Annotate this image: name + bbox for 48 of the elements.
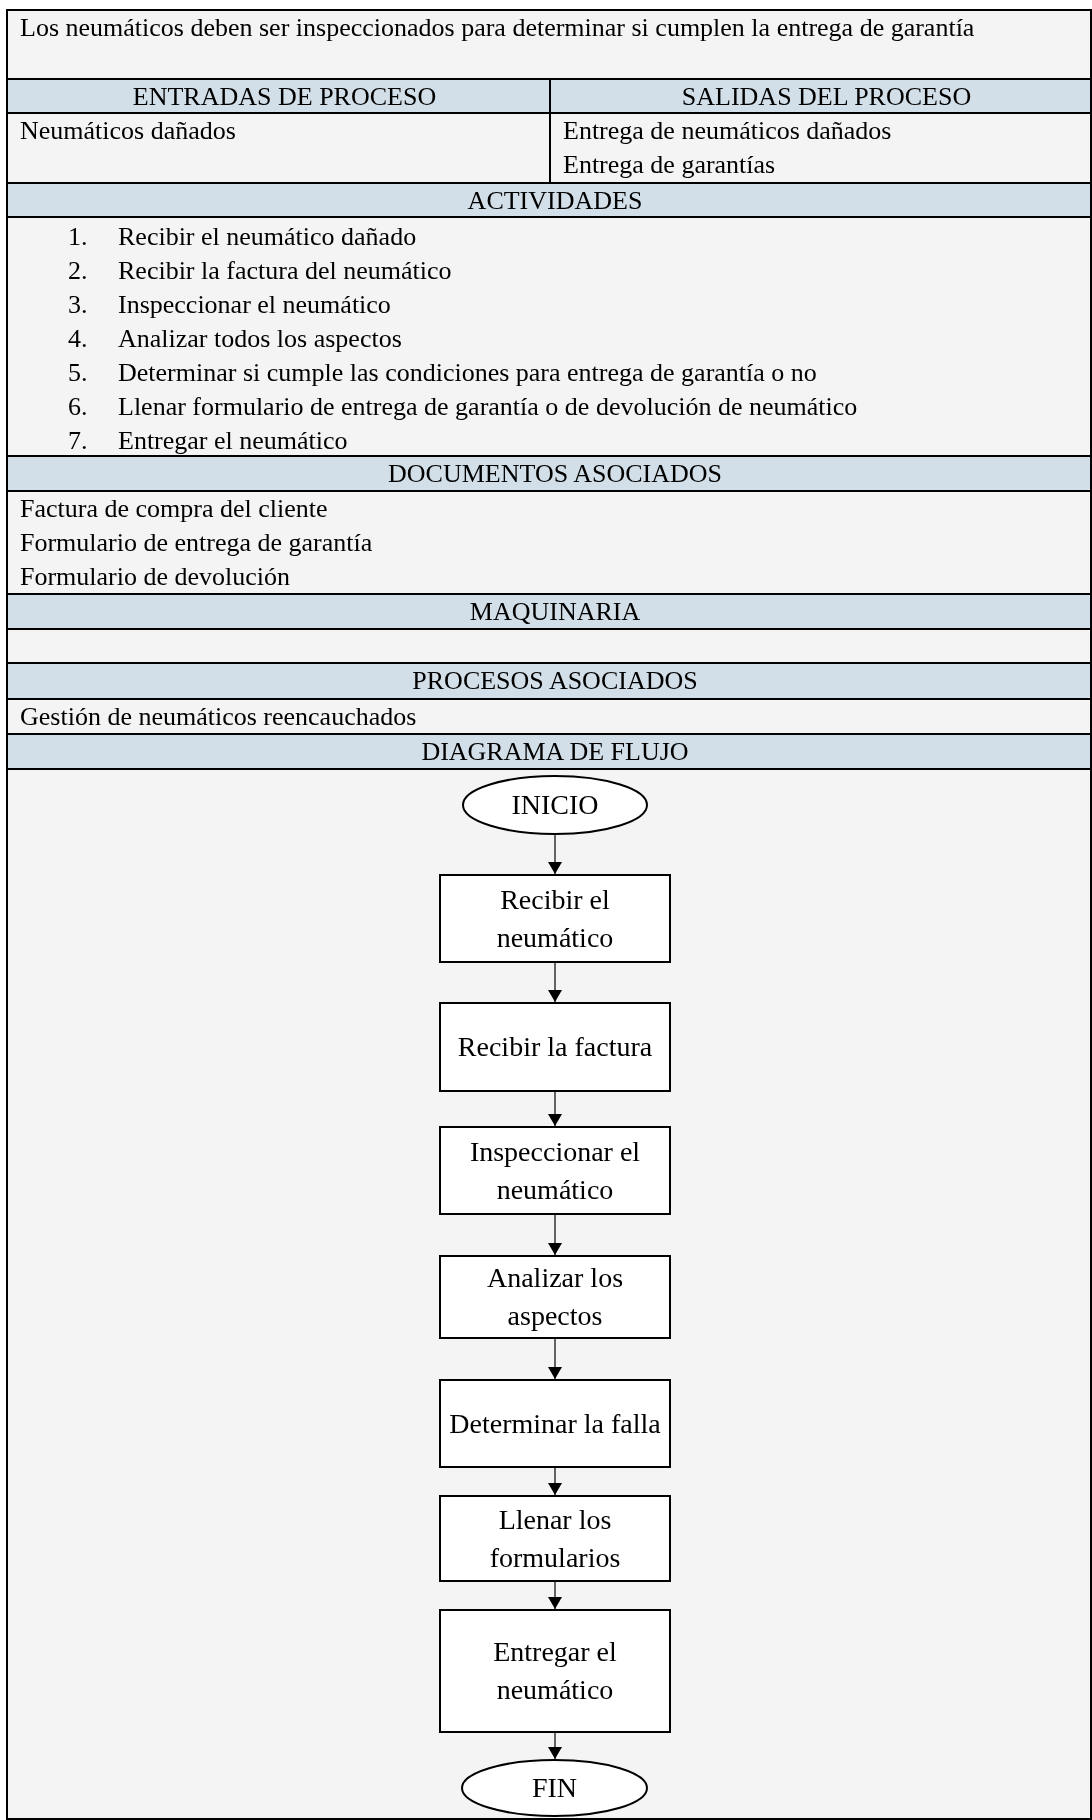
process-box [439,874,671,963]
arrow [548,1732,562,1760]
node-label: INICIO [510,788,600,822]
section-heading: ACTIVIDADES [466,185,644,217]
node-label: Analizar los aspectos [485,1261,625,1333]
terminal-ellipse [461,1759,648,1817]
process-box [439,1495,671,1582]
section-heading: PROCESOS ASOCIADOS [411,665,699,697]
cell-text: Formulario de entrega de garantía [20,527,374,559]
activity-item: 1. Recibir el neumático dañado [67,221,418,253]
activity-item: 7. Entregar el neumático [67,425,349,457]
activity-item: 5. Determinar si cumple las condiciones para entrega de garantía o no [67,357,818,389]
cell-text: Gestión de neumáticos reencauchados [20,701,418,733]
arrow [548,1091,562,1127]
arrow [548,1581,562,1610]
node-label: Llenar los formularios [488,1502,622,1575]
node-label: Recibir la factura [456,1030,654,1064]
node-label: Determinar la falla [448,1406,662,1441]
process-box [439,1002,671,1092]
node-label: Inspeccionar el neumático [468,1134,642,1207]
arrow [548,1214,562,1256]
cell-text: Formulario de devolución [20,561,292,593]
process-box [439,1126,671,1215]
section-heading: ENTRADAS DE PROCESO [131,81,438,113]
cell-text: Neumáticos dañados [20,115,237,147]
activity-item: 2. Recibir la factura del neumático [67,255,453,287]
process-box [439,1609,671,1733]
activity-item: 4. Analizar todos los aspectos [67,323,403,355]
activity-item: 3. Inspeccionar el neumático [67,289,392,321]
process-box [439,1379,671,1468]
cell-text: Entrega de neumáticos dañados [563,115,893,147]
section-heading: DOCUMENTOS ASOCIADOS [387,458,723,490]
cell-text: Factura de compra del cliente [20,493,329,525]
section-heading: MAQUINARIA [468,596,642,628]
arrow [548,962,562,1003]
node-label: FIN [530,1771,579,1805]
arrow [548,1467,562,1496]
arrow [548,834,562,875]
section-heading: DIAGRAMA DE FLUJO [420,736,690,768]
process-box [439,1255,671,1339]
section-heading: SALIDAS DEL PROCESO [680,81,973,113]
arrow [548,1338,562,1380]
intro-text: Los neumáticos deben ser inspeccionados para determinar si cumplen la entrega de garantía [20,12,976,44]
activity-item: 6. Llenar formulario de entrega de garantía o de devolución de neumático [67,391,859,423]
node-label: Entregar el neumático [492,1635,618,1707]
cell-text: Entrega de garantías [563,149,777,181]
node-label: Recibir el neumático [495,882,615,955]
terminal-ellipse [462,775,648,835]
